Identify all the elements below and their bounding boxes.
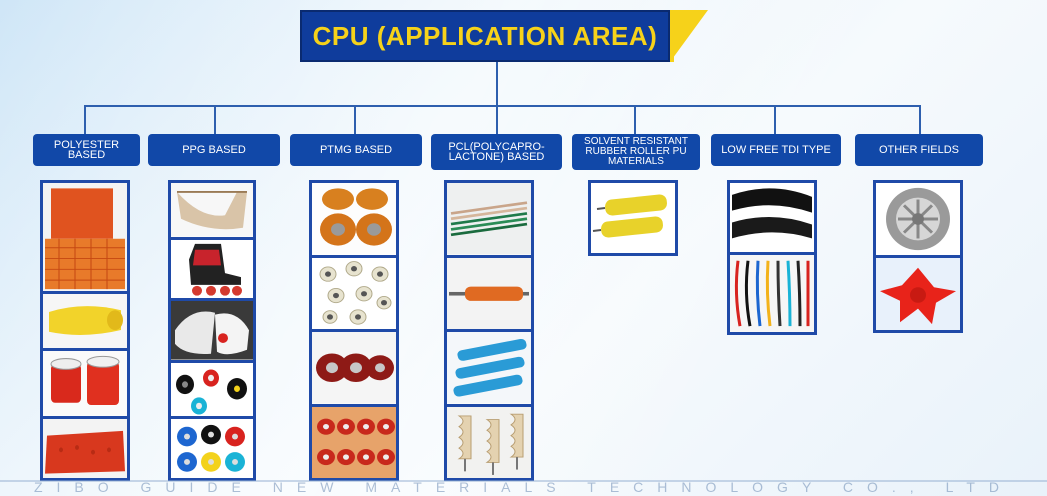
- connector-bus: [84, 105, 920, 107]
- diagram-title-box: CPU (APPLICATION AREA): [300, 10, 670, 62]
- product-image-tire-wheel: [876, 183, 960, 255]
- category-low-free-tdi: LOW FREE TDI TYPE: [711, 134, 841, 166]
- image-column-ppg: [168, 180, 256, 481]
- company-footer: ZIBO GUIDE NEW MATERIALS TECHNOLOGY CO.,…: [33, 479, 1013, 495]
- category-other-fields: OTHER FIELDS: [855, 134, 983, 166]
- product-image-orange-roller: [447, 257, 531, 329]
- product-image-red-casters: [312, 332, 396, 404]
- image-column-polyester: [40, 180, 130, 481]
- category-ppg-based: PPG BASED: [148, 134, 280, 166]
- product-image-wheel-set: [171, 419, 253, 478]
- product-image-hoses: [730, 255, 814, 332]
- category-solvent-resistant: SOLVENT RESISTANT RUBBER ROLLER PU MATER…: [572, 134, 700, 170]
- connector-drop-5: [634, 105, 636, 135]
- product-image-inline-skate: [171, 239, 253, 299]
- connector-drop-7: [919, 105, 921, 135]
- title-accent-tip: [670, 10, 708, 62]
- product-image-orange-wheels: [312, 183, 396, 255]
- connector-drop-2: [214, 105, 216, 135]
- product-image-yellow-rollers: [591, 183, 675, 253]
- product-image-sneakers: [171, 301, 253, 360]
- diagram-title: CPU (APPLICATION AREA): [312, 20, 658, 51]
- category-ptmg-based: PTMG BASED: [290, 134, 422, 166]
- product-image-red-roller-grid: [312, 406, 396, 478]
- category-polyester-based: POLYESTER BASED: [33, 134, 140, 166]
- category-pcl-based: PCL(POLYCAPRO-LACTONE) BASED: [431, 134, 562, 170]
- connector-drop-1: [84, 105, 86, 135]
- footer-divider: [0, 480, 1047, 482]
- product-image-orange-screen: [43, 183, 127, 291]
- product-image-screw-rollers: [447, 406, 531, 478]
- product-image-timing-belt: [730, 183, 814, 253]
- image-column-other-fields: [873, 180, 963, 333]
- product-image-colored-wheels: [171, 362, 253, 417]
- product-image-yellow-roll: [43, 293, 127, 348]
- product-image-red-rollers: [43, 350, 127, 416]
- connector-trunk: [496, 62, 498, 106]
- product-image-red-mat: [43, 418, 127, 478]
- connector-drop-3: [354, 105, 356, 135]
- product-image-bearing-wheels: [312, 257, 396, 329]
- product-image-shoe-sole: [171, 183, 253, 237]
- product-image-blue-rollers: [447, 332, 531, 404]
- image-column-pcl: [444, 180, 534, 481]
- product-image-rods: [447, 183, 531, 255]
- connector-drop-4: [496, 105, 498, 135]
- image-column-low-free-tdi: [727, 180, 817, 335]
- connector-drop-6: [774, 105, 776, 135]
- product-image-red-impeller: [876, 258, 960, 330]
- image-column-ptmg: [309, 180, 399, 481]
- image-column-solvent-resistant: [588, 180, 678, 256]
